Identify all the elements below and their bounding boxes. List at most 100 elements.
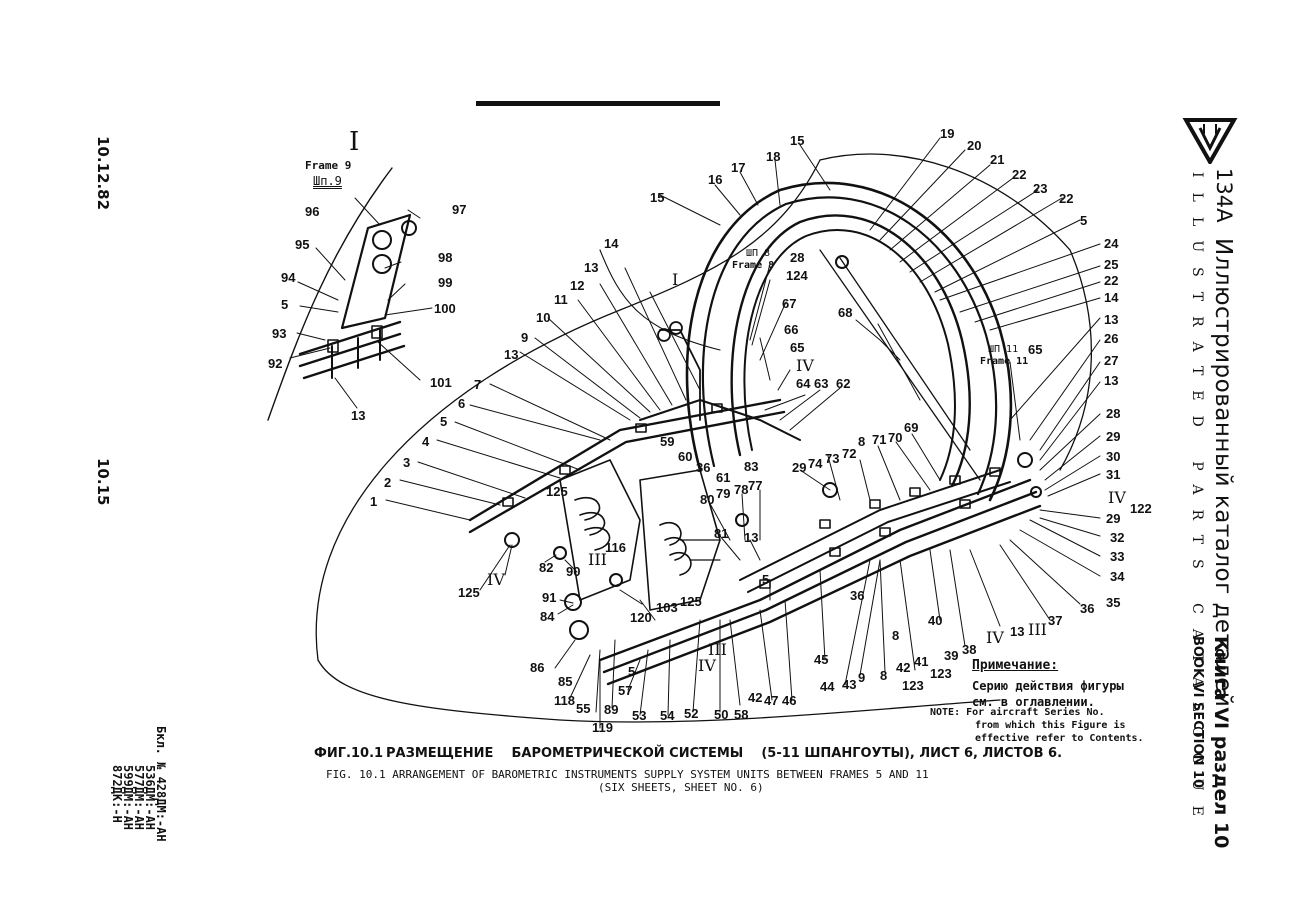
figure-caption-en-line1: FIG. 10.1 ARRANGEMENT OF BAROMETRIC INST… (326, 768, 929, 781)
callout-c3a: III (1028, 620, 1047, 639)
callout-c22b: 22 (1059, 191, 1074, 206)
callout-c79: 79 (716, 486, 731, 501)
frame11-label-ru: ШП 11 (988, 344, 1019, 355)
callout-c6: 6 (458, 396, 466, 411)
callout-c53: 53 (632, 708, 647, 723)
callout-c8b: 8 (892, 628, 900, 643)
callout-c14a: 14 (1104, 290, 1119, 305)
callout-c81: 81 (714, 526, 729, 541)
callout-c57: 57 (618, 683, 633, 698)
callout-c4: 4 (422, 434, 430, 449)
callout-c125b: 125 (458, 585, 480, 600)
callout-c65b: 65 (1028, 342, 1043, 357)
callout-c103: 103 (656, 600, 678, 615)
callout-c60: 60 (678, 449, 693, 464)
callout-c55: 55 (576, 701, 591, 716)
callout-c18: 18 (766, 149, 781, 164)
note-line3-en: effective refer to Contents. (975, 733, 1144, 744)
note-line2-en: from which this Figure is (975, 720, 1126, 731)
callout-c13d: 13 (1010, 624, 1025, 639)
callout-c3c: III (588, 550, 607, 569)
callout-c2: 2 (384, 475, 392, 490)
frame11-label-en: Frame 11 (980, 356, 1029, 367)
note-title-ru: Примечание: (972, 658, 1059, 673)
callout-c118: 118 (554, 693, 575, 708)
frame9-label-ru: Шп.9 (313, 174, 342, 188)
callout-c98: 98 (438, 250, 453, 265)
callout-c1a: I (672, 270, 679, 289)
callout-c78: 78 (734, 482, 749, 497)
callout-c123b: 123 (902, 678, 924, 693)
callout-c3b: III (708, 640, 727, 659)
callout-c15b: 15 (790, 133, 805, 148)
callout-c21: 21 (990, 152, 1005, 167)
callout-c20: 20 (967, 138, 982, 153)
callout-c101: 101 (430, 375, 452, 390)
callout-c120: 120 (630, 610, 652, 625)
callout-c22a: 22 (1012, 167, 1027, 182)
callout-c47: 47 (764, 693, 779, 708)
callout-c80: 80 (700, 492, 715, 507)
frame8-label-ru: ШП 8 (746, 248, 771, 259)
callout-c37: 37 (1048, 613, 1063, 628)
callout-c93: 93 (272, 326, 287, 341)
callout-c42b: 42 (748, 690, 763, 705)
callout-c90: 90 (566, 564, 581, 579)
callout-c27: 27 (1104, 353, 1119, 368)
callout-c17: 17 (731, 160, 746, 175)
callout-c23: 23 (1033, 181, 1048, 196)
callout-c67: 67 (782, 296, 797, 311)
callout-c116: 116 (605, 540, 626, 555)
callout-c122: 122 (1130, 501, 1152, 516)
callout-c16: 16 (708, 172, 723, 187)
callout-c70: 70 (888, 430, 903, 445)
callout-c3: 3 (403, 455, 411, 470)
callout-c4d: IV (487, 570, 505, 589)
callout-c13f: 13 (584, 260, 599, 275)
callout-c24: 24 (1104, 236, 1119, 251)
callout-c72: 72 (842, 446, 857, 461)
callout-c12: 12 (570, 278, 585, 293)
callout-c36a: 36 (1080, 601, 1095, 616)
callout-c35: 35 (1106, 595, 1121, 610)
callout-c13a: 13 (351, 408, 366, 423)
callout-c52: 52 (684, 706, 699, 721)
callout-c92: 92 (268, 356, 283, 371)
callout-c89: 89 (604, 702, 619, 717)
callout-c68: 68 (838, 305, 853, 320)
detail-view-id: I (349, 127, 360, 157)
callout-c43: 43 (842, 677, 857, 692)
callout-c34: 34 (1110, 569, 1125, 584)
callout-c54: 54 (660, 708, 675, 723)
callout-c46: 46 (782, 693, 797, 708)
callout-c26: 26 (1104, 331, 1119, 346)
detail-view-i-inset (267, 167, 417, 421)
callout-c59: 59 (660, 434, 675, 449)
callout-c13e: 13 (504, 347, 519, 362)
callout-c13b: 13 (1104, 312, 1119, 327)
callout-c86: 86 (530, 660, 545, 675)
callout-c5b: 5 (1080, 213, 1088, 228)
callout-c4a: IV (1108, 488, 1126, 507)
callout-c44: 44 (820, 679, 835, 694)
callout-c96: 96 (305, 204, 320, 219)
callout-c83: 83 (744, 459, 759, 474)
callout-c41: 41 (914, 654, 929, 669)
callout-c39: 39 (944, 648, 959, 663)
figure-caption-en-line2: (SIX SHEETS, SHEET NO. 6) (598, 781, 764, 794)
callout-c9b: 9 (521, 330, 529, 345)
callout-c69: 69 (904, 420, 919, 435)
callout-c85: 85 (558, 674, 573, 689)
callout-c22c: 22 (1104, 273, 1119, 288)
callout-c30: 30 (1106, 449, 1121, 464)
callout-c19: 19 (940, 126, 955, 141)
callout-c38: 38 (962, 642, 977, 657)
callout-c66: 66 (784, 322, 799, 337)
frame9-label-en: Frame 9 (305, 159, 352, 172)
leader-lines (289, 137, 1101, 729)
callout-c4c: IV (698, 656, 716, 675)
callout-c25: 25 (1104, 257, 1119, 272)
callout-c14b: 14 (604, 236, 619, 251)
callout-c32: 32 (1110, 530, 1125, 545)
